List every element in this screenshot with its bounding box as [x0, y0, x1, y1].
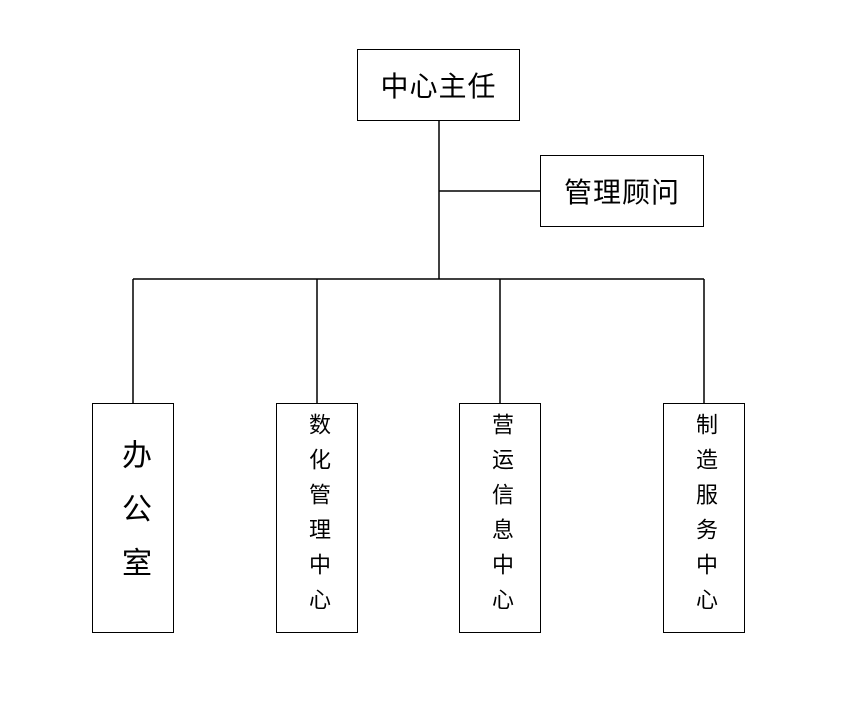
department-label-manufacturing-service: 制造服务中心 — [692, 413, 717, 623]
department-box-manufacturing-service: 制造服务中心 — [663, 403, 745, 633]
advisor-box: 管理顾问 — [540, 155, 704, 227]
director-box: 中心主任 — [357, 49, 520, 121]
department-label-operations-info: 营运信息中心 — [488, 413, 513, 623]
department-box-digital-management: 数化管理中心 — [276, 403, 358, 633]
advisor-label: 管理顾问 — [563, 176, 680, 209]
department-label-digital-management: 数化管理中心 — [305, 413, 330, 623]
department-box-office: 办公室 — [92, 403, 174, 633]
department-box-operations-info: 营运信息中心 — [459, 403, 541, 633]
director-label: 中心主任 — [380, 70, 497, 103]
department-label-office: 办公室 — [116, 439, 151, 601]
